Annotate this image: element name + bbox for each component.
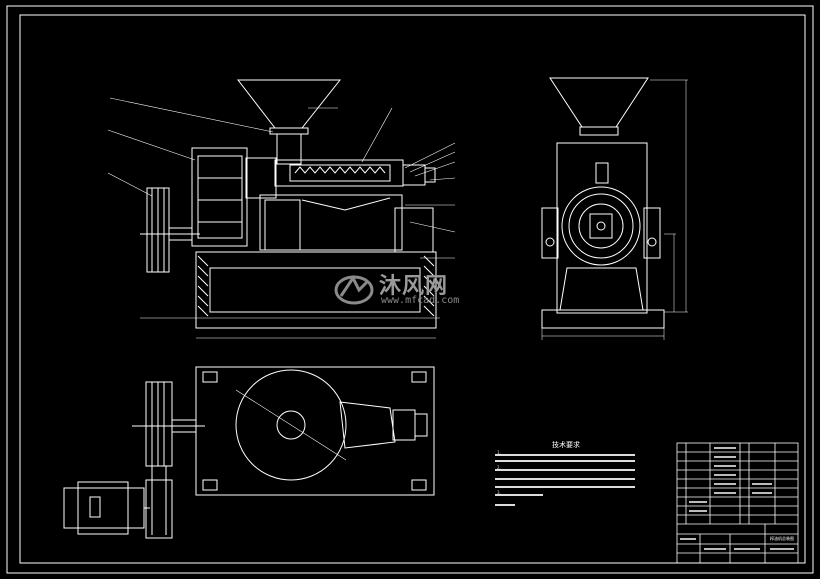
- title-block-drawing-name: 榨油机总装图: [770, 536, 794, 541]
- leader-lines-front: [107, 97, 456, 259]
- watermark-url: www.mfcad.com: [381, 295, 460, 306]
- tech-requirement-2: 2.: [497, 465, 501, 470]
- tech-requirements-lines: [495, 454, 635, 506]
- tech-requirements-title: 技术要求: [552, 441, 580, 449]
- tech-requirement-3: 3.: [497, 490, 501, 495]
- side-view: [541, 77, 665, 329]
- drawing-frame-inner: [19, 14, 806, 564]
- tech-requirement-1: 1.: [497, 450, 501, 455]
- top-view: [63, 366, 435, 539]
- title-block-fills: [680, 447, 794, 550]
- title-block: [676, 442, 799, 564]
- drawing-frame-outer: [6, 5, 814, 574]
- watermark: 沐风网 www.mfcad.com: [333, 268, 493, 313]
- dimensions-front: [140, 317, 440, 339]
- front-view: [140, 79, 437, 329]
- watermark-logo-icon: [334, 275, 374, 305]
- watermark-title: 沐风网: [379, 274, 449, 299]
- dimensions-side: [541, 79, 688, 340]
